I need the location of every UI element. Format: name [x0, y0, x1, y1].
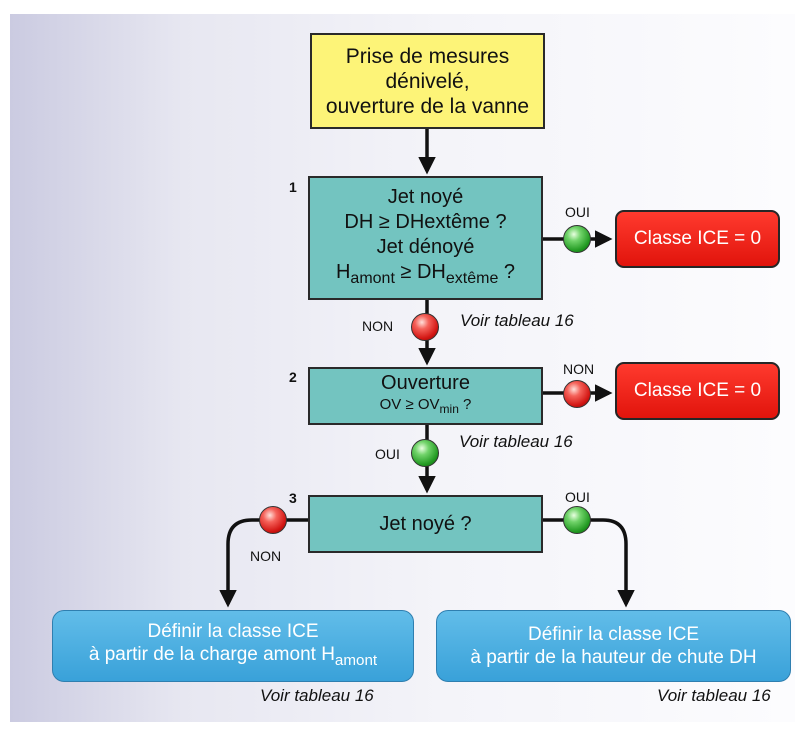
outcome-right-line-1: Définir la classe ICE — [527, 624, 700, 645]
outcome-left-box: Définir la classe ICE à partir de la cha… — [52, 610, 414, 682]
result1-label: Classe ICE = 0 — [633, 228, 762, 249]
step2-condition: OV ≥ OVmin ? — [379, 396, 472, 416]
step2-number: 2 — [289, 369, 297, 385]
step1-yes-label: OUI — [565, 204, 590, 220]
step1-decision-box: Jet noyé DH ≥ DHextême ? Jet dénoyé Hamo… — [308, 176, 543, 300]
step3-yes-label: OUI — [565, 489, 590, 505]
step2-no-indicator-icon — [563, 380, 591, 408]
step1-number: 1 — [289, 179, 297, 195]
step3-decision-box: Jet noyé ? — [308, 495, 543, 553]
step1-condition-1: DH ≥ DHextême ? — [344, 211, 507, 233]
step3-no-label: NON — [250, 548, 282, 564]
result2-box: Classe ICE = 0 — [615, 362, 780, 420]
start-line-3: ouverture de la vanne — [325, 94, 530, 118]
step2-no-label: NON — [563, 361, 595, 377]
step2-yes-indicator-icon — [411, 439, 439, 467]
start-line-1: Prise de mesures — [345, 44, 510, 68]
outcome-right-box: Définir la classe ICE à partir de la hau… — [436, 610, 791, 682]
step2-reference: Voir tableau 16 — [459, 432, 573, 451]
result1-box: Classe ICE = 0 — [615, 210, 780, 268]
outcome-left-line-1: Définir la classe ICE — [147, 621, 319, 643]
step3-no-indicator-icon — [259, 506, 287, 534]
step3-question: Jet noyé ? — [379, 512, 472, 535]
step1-reference: Voir tableau 16 — [460, 311, 574, 330]
step2-yes-label: OUI — [375, 446, 400, 462]
step1-jet-noye: Jet noyé — [387, 186, 464, 208]
result2-label: Classe ICE = 0 — [633, 380, 762, 401]
step1-no-indicator-icon — [411, 313, 439, 341]
step2-title: Ouverture — [381, 372, 470, 394]
outcome-left-reference: Voir tableau 16 — [260, 686, 374, 705]
step3-number: 3 — [289, 490, 297, 506]
step2-decision-box: Ouverture OV ≥ OVmin ? — [308, 367, 543, 425]
outcome-right-line-2: à partir de la hauteur de chute DH — [470, 647, 757, 668]
step1-no-label: NON — [362, 318, 394, 334]
step1-yes-indicator-icon — [563, 225, 591, 253]
start-line-2: dénivelé, — [385, 69, 470, 93]
start-measurements-box: Prise de mesures dénivelé, ouverture de … — [310, 33, 545, 129]
step1-jet-denoye: Jet dénoyé — [376, 236, 475, 258]
outcome-left-line-2: à partir de la charge amont Hamont — [88, 644, 378, 669]
step3-yes-indicator-icon — [563, 506, 591, 534]
outcome-right-reference: Voir tableau 16 — [657, 686, 771, 705]
step1-condition-2: Hamont ≥ DHextême ? — [335, 261, 516, 287]
